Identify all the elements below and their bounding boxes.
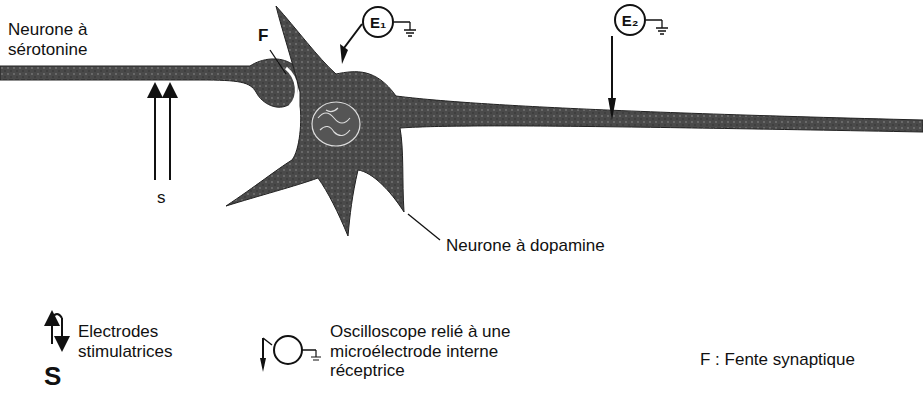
- microelectrode: [344, 24, 362, 48]
- microelectrode-tip: [340, 44, 348, 64]
- synaptic-cleft: [286, 68, 296, 106]
- legend-oscilloscope-sample: [311, 350, 321, 360]
- legend-text: Electrodes stimulatrices: [78, 322, 188, 361]
- leader-line: [270, 50, 286, 74]
- legend-oscilloscope-sample: [274, 336, 302, 364]
- neuron-label: Neurone à dopamine: [446, 236, 666, 256]
- nucleus: [312, 102, 360, 146]
- electrode-label: s: [157, 188, 177, 208]
- electrode-name: E₁: [370, 14, 386, 31]
- electrode-name: E₂: [622, 12, 639, 29]
- legend-symbol-label: S: [44, 362, 74, 392]
- stimulating-electrode: [154, 90, 156, 180]
- ground-wire: [646, 19, 662, 21]
- dopamine-neuron: [226, 6, 923, 236]
- legend-oscilloscope-sample: [302, 349, 316, 351]
- legend-note: F : Fente synaptique: [700, 350, 920, 370]
- oscilloscope-circle: E₂: [614, 4, 646, 36]
- legend-electrode-sample: [61, 318, 63, 344]
- legend-oscilloscope-sample: [263, 338, 272, 345]
- oscilloscope-circle: E₁: [362, 6, 394, 38]
- stimulating-electrode: [169, 90, 171, 180]
- ground-symbol: [656, 20, 668, 34]
- cleft-label: F: [258, 26, 278, 46]
- leader-line: [408, 214, 440, 240]
- neuron-label: Neurone à sérotonine: [8, 20, 118, 59]
- serotonin-axon: [0, 59, 299, 107]
- nucleus-texture: [318, 108, 350, 136]
- microelectrode: [611, 36, 613, 100]
- ground-wire: [394, 21, 410, 23]
- microelectrode-tip: [608, 98, 616, 120]
- legend-oscilloscope-sample: [262, 338, 264, 360]
- ground-symbol: [404, 22, 416, 36]
- legend-electrode-sample: [51, 318, 53, 344]
- legend-electrode-sample: [52, 314, 62, 318]
- legend-oscilloscope-sample: [260, 358, 266, 372]
- legend-text: Oscilloscope relié à une microélectrode …: [330, 322, 540, 381]
